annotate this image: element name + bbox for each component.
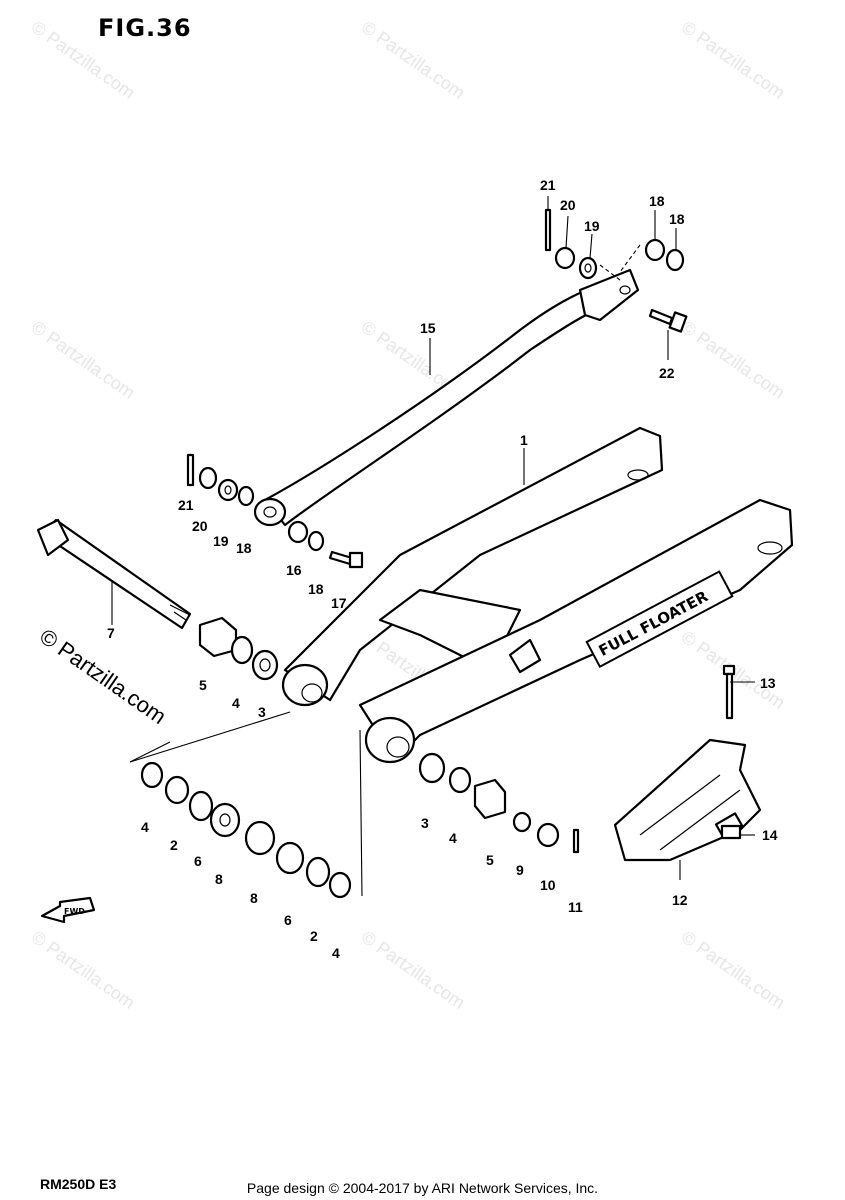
callout-15: 15 [420,320,436,336]
callout-18: 18 [308,581,324,597]
watermark: © Partzilla.com [28,317,139,403]
callout-11: 11 [568,899,583,915]
callout-6: 6 [194,853,202,869]
swingarm: FULL FLOATER [281,426,794,764]
fwd-arrow-label: FWD [64,907,85,916]
watermark: © Partzilla.com [678,927,789,1013]
figure-title: FIG.36 [98,14,192,42]
callout-8: 8 [250,890,258,906]
callouts: 21 20 19 18 18 22 15 1 21 20 19 18 16 18… [107,177,778,961]
watermark: © Partzilla.com [678,317,789,403]
callout-2: 2 [310,928,318,944]
callout-20: 20 [192,518,208,534]
callout-17: 17 [331,595,347,611]
callout-22: 22 [659,365,675,381]
callout-1: 1 [520,432,528,448]
callout-10: 10 [540,877,556,893]
callout-13: 13 [760,675,776,691]
callout-9: 9 [516,862,524,878]
callout-18: 18 [669,211,685,227]
leader-lines [111,196,755,897]
watermark: © Partzilla.com [678,17,789,103]
watermark: © Partzilla.com [358,17,469,103]
callout-18: 18 [236,540,252,556]
callout-3: 3 [421,815,429,831]
callout-4: 4 [332,945,340,961]
watermark: © Partzilla.com [358,927,469,1013]
callout-19: 19 [584,218,600,234]
watermark: © Partzilla.com [28,17,139,103]
callout-16: 16 [286,562,302,578]
callout-19: 19 [213,533,229,549]
callout-21: 21 [178,497,194,513]
callout-18: 18 [649,193,665,209]
callout-6: 6 [284,912,292,928]
pivot-shaft [36,518,192,630]
callout-2: 2 [170,837,178,853]
callout-5: 5 [486,852,494,868]
callout-5: 5 [199,677,207,693]
chain-guide [613,738,762,862]
footer-copyright: Page design © 2004-2017 by ARI Network S… [246,1180,599,1196]
callout-4: 4 [141,819,149,835]
callout-4: 4 [449,830,457,846]
callout-12: 12 [672,892,688,908]
callout-14: 14 [762,827,778,843]
model-code: RM250D E3 [40,1176,117,1192]
watermark: © Partzilla.com [28,927,139,1013]
watermarks: © Partzilla.com © Partzilla.com © Partzi… [28,17,789,1013]
callout-8: 8 [215,871,223,887]
watermark-dark: © Partzilla.com [35,624,171,730]
callout-7: 7 [107,625,115,641]
hardware: FWD [40,208,742,924]
callout-20: 20 [560,197,576,213]
callout-3: 3 [258,704,266,720]
rod [253,268,640,527]
callout-4: 4 [232,695,240,711]
callout-21: 21 [540,177,556,193]
